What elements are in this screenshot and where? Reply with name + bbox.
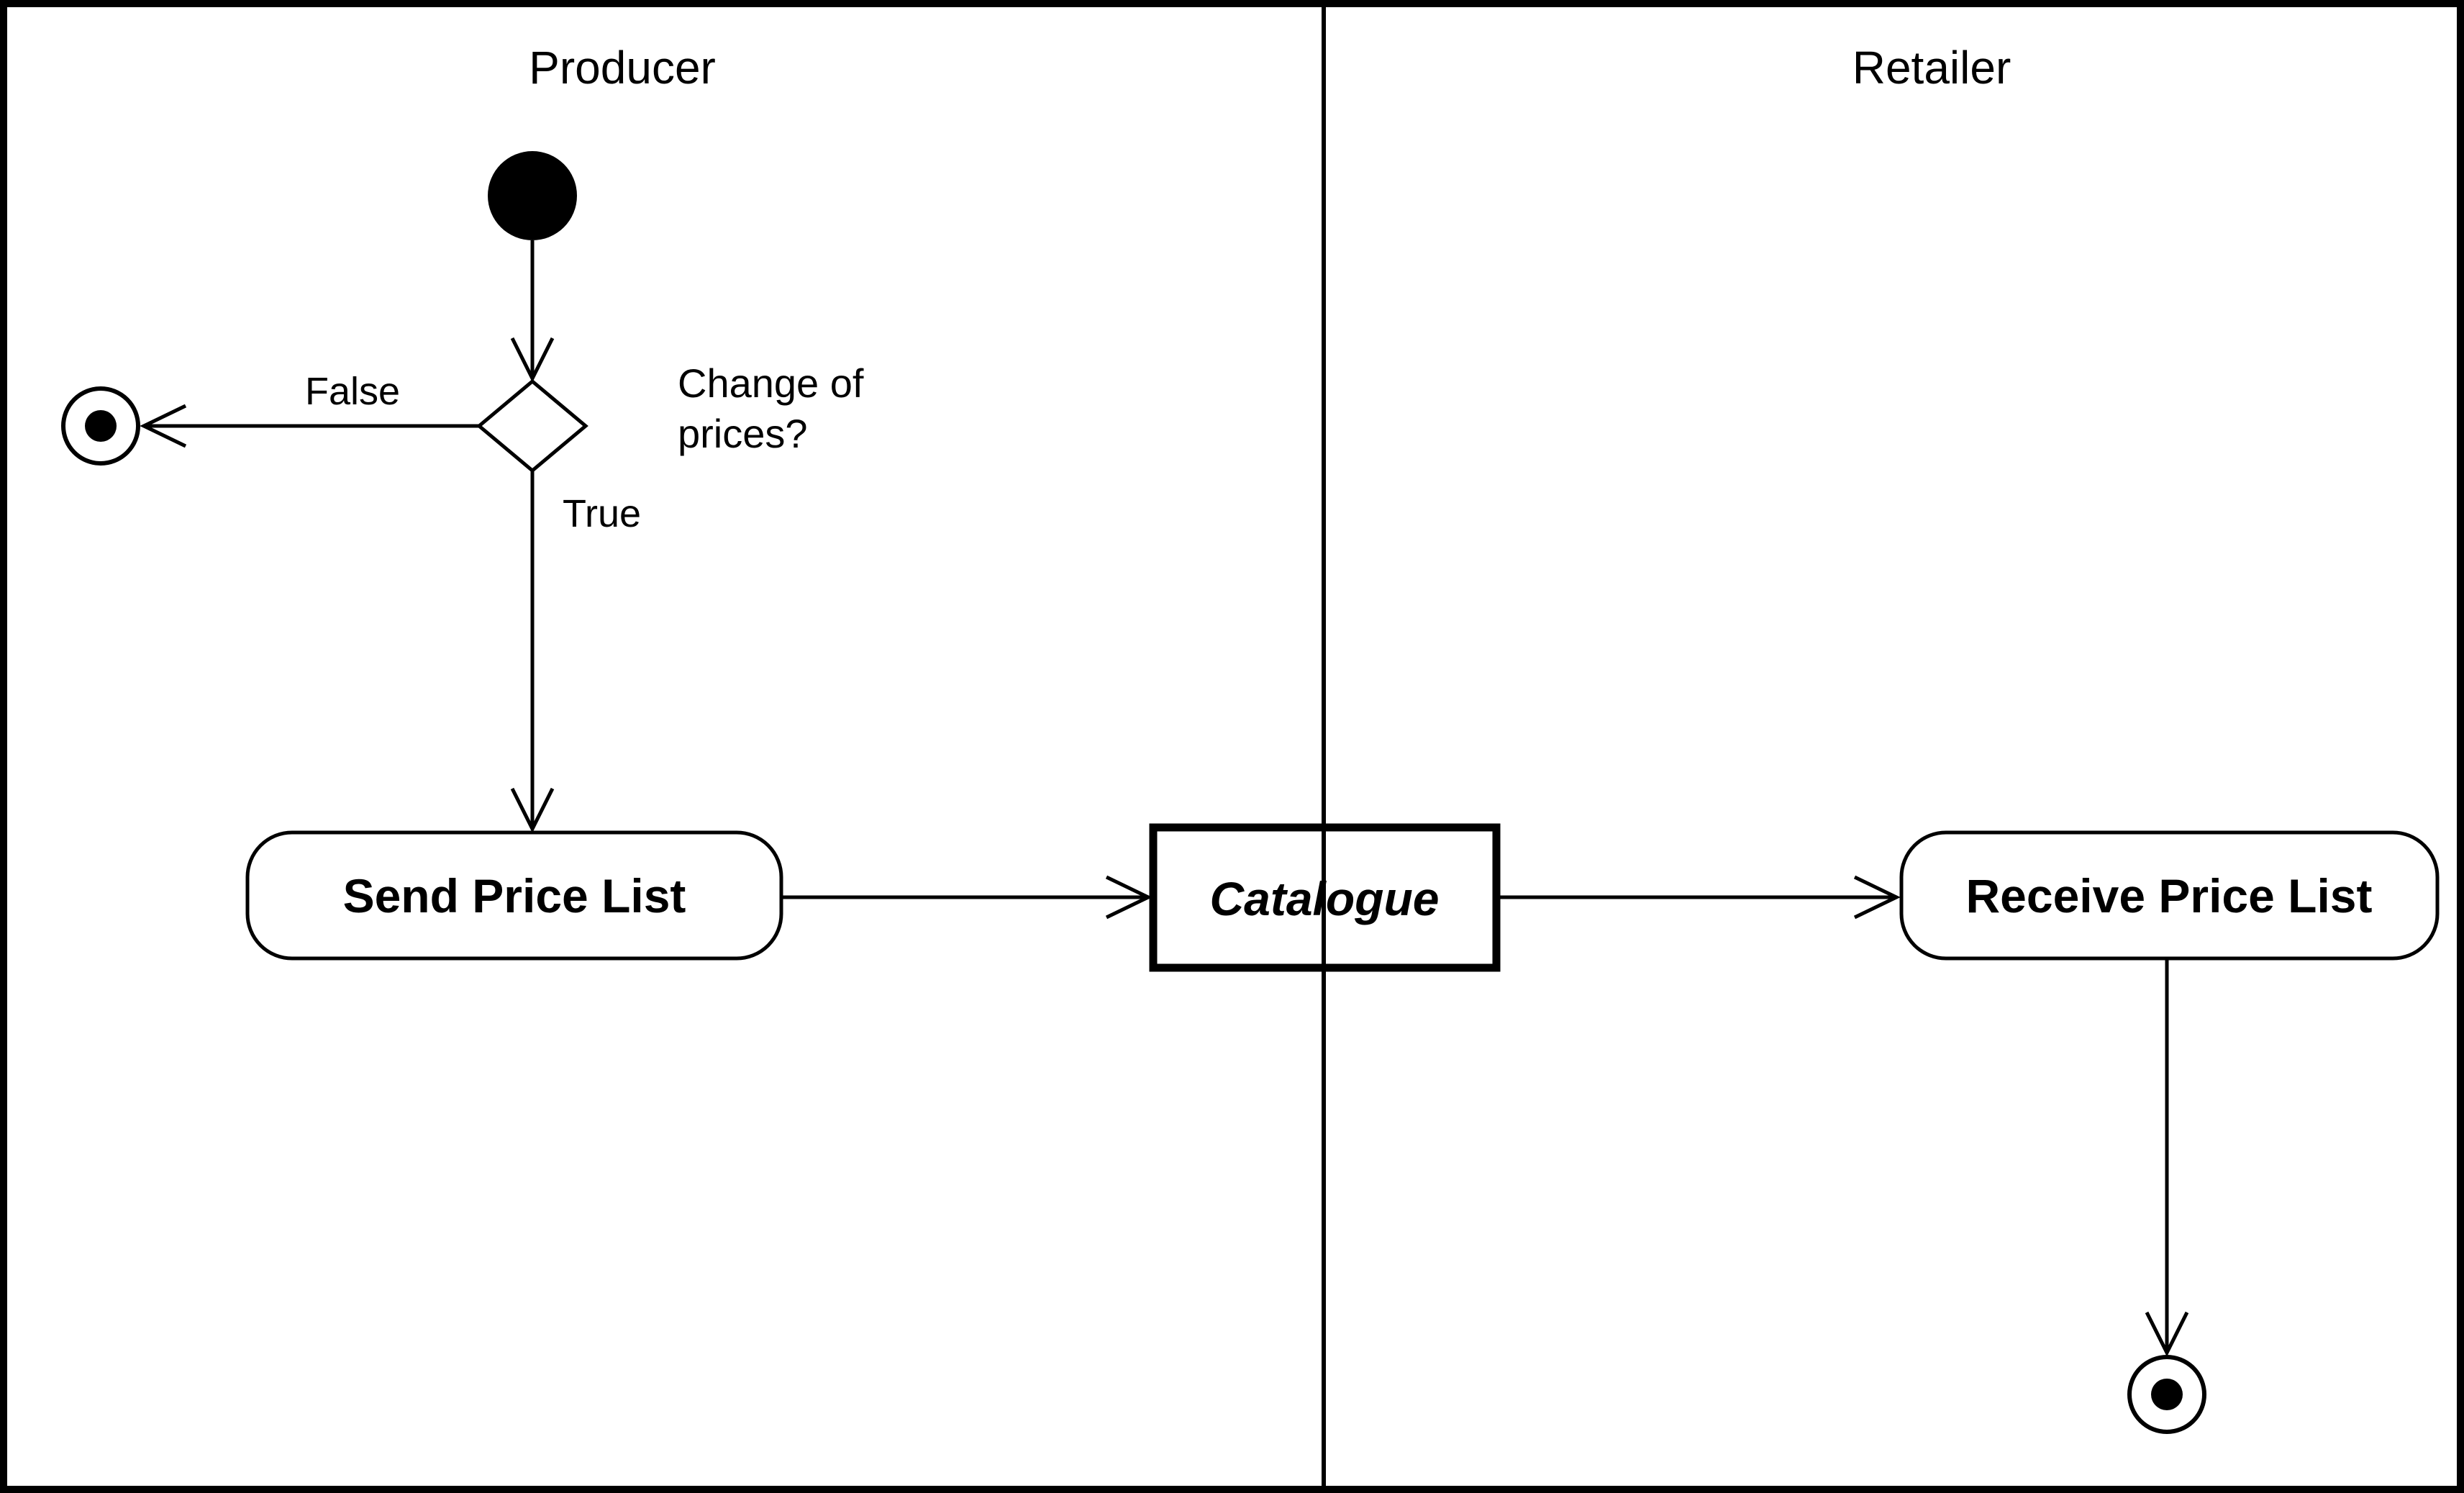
true-edge-label: True bbox=[563, 492, 641, 535]
false-edge-label: False bbox=[305, 370, 400, 413]
edge-initial-to-decision bbox=[510, 240, 555, 383]
decision-question-line2: prices? bbox=[678, 411, 808, 456]
producer-lane-title: Producer bbox=[529, 42, 716, 94]
edge-receive-to-final bbox=[2145, 958, 2189, 1357]
object-node-label: Catalogue bbox=[1209, 872, 1439, 925]
final-node-inner-dot bbox=[2151, 1379, 2183, 1410]
activity-shape bbox=[1899, 830, 2440, 961]
arrowhead-right-icon bbox=[1105, 875, 1153, 920]
final-node-producer bbox=[61, 386, 140, 466]
activity-send-price-list: Send Price List bbox=[245, 830, 783, 961]
activity-label: Send Price List bbox=[343, 869, 686, 922]
final-node-outer-ring bbox=[2127, 1355, 2206, 1434]
object-node-shape bbox=[1149, 823, 1501, 972]
arrowhead-down-icon bbox=[510, 787, 555, 833]
decision-question-line1: Change of bbox=[678, 360, 864, 406]
arrowhead-right-icon bbox=[1853, 875, 1901, 920]
initial-node bbox=[488, 151, 577, 240]
arrowhead-left-icon bbox=[140, 404, 187, 448]
decision-diamond bbox=[476, 378, 588, 473]
edge-catalogue-to-receive bbox=[1497, 875, 1901, 920]
edge-false: False bbox=[140, 370, 479, 448]
final-node-inner-dot bbox=[85, 410, 117, 442]
arrowhead-down-icon bbox=[510, 337, 555, 383]
decision-question-label: Change of prices? bbox=[678, 360, 864, 456]
edge-true: True bbox=[510, 471, 641, 833]
final-node-retailer bbox=[2127, 1355, 2206, 1434]
activity-label: Receive Price List bbox=[1966, 869, 2373, 922]
edge-send-to-catalogue bbox=[781, 875, 1153, 920]
retailer-lane-title: Retailer bbox=[1852, 42, 2011, 94]
object-node-catalogue: Catalogue bbox=[1149, 823, 1501, 972]
activity-receive-price-list: Receive Price List bbox=[1899, 830, 2440, 961]
arrowhead-down-icon bbox=[2145, 1311, 2189, 1357]
final-node-outer-ring bbox=[61, 386, 140, 466]
